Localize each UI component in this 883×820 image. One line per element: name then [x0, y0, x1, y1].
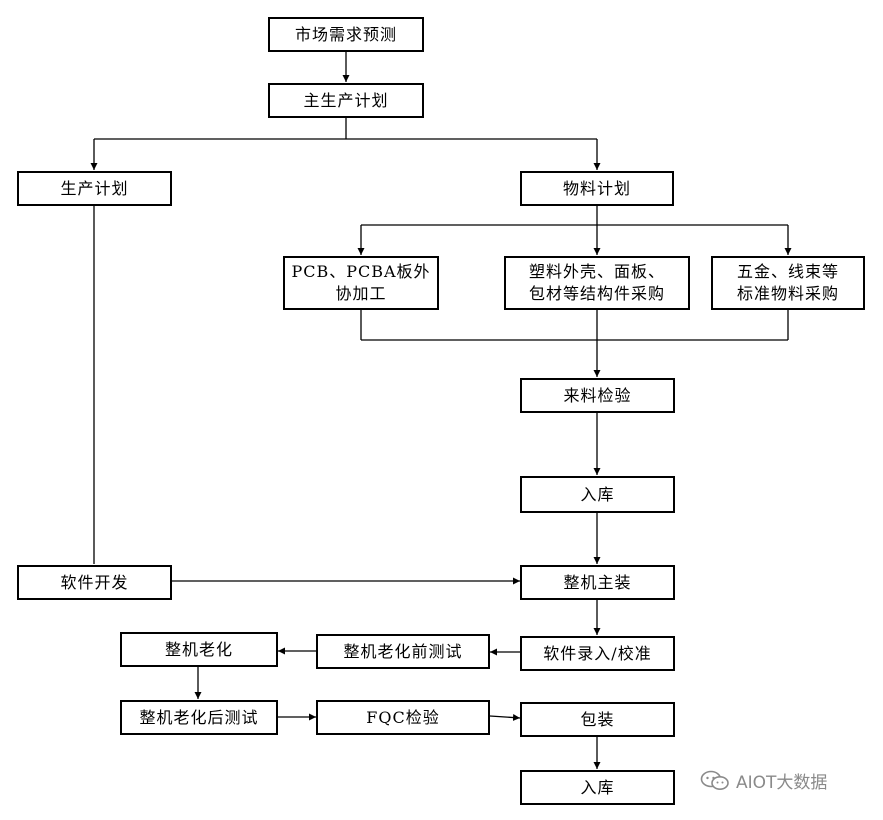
node-plastic-procurement: 塑料外壳、面板、 包材等结构件采购 [504, 256, 690, 310]
node-label: 整机老化前测试 [343, 641, 463, 661]
node-label: 主生产计划 [303, 90, 389, 110]
node-label: 五金、线束等 标准物料采购 [736, 262, 839, 303]
node-label: 整机老化 [164, 639, 233, 659]
node-packaging: 包装 [520, 702, 675, 737]
node-production-plan: 生产计划 [17, 171, 172, 206]
arrow-to-packaging [489, 714, 521, 722]
node-label: 物料计划 [562, 178, 631, 198]
node-label: PCB、PCBA板外 协加工 [291, 262, 431, 303]
watermark: AIOT大数据 [700, 768, 827, 793]
node-label: 整机主装 [563, 572, 632, 592]
wechat-icon [700, 770, 729, 790]
node-post-aging-test: 整机老化后测试 [120, 700, 278, 735]
node-pcb-outsourcing: PCB、PCBA板外 协加工 [283, 256, 439, 310]
node-label: 塑料外壳、面板、 包材等结构件采购 [528, 262, 665, 303]
node-incoming-inspection: 来料检验 [520, 378, 675, 413]
node-master-plan: 主生产计划 [268, 83, 424, 118]
node-label: 入库 [580, 484, 615, 504]
node-warehousing-1: 入库 [520, 476, 675, 513]
node-label: 软件开发 [60, 572, 129, 592]
node-fqc-inspection: FQC检验 [316, 700, 490, 735]
node-label: 来料检验 [563, 385, 632, 405]
node-market-forecast: 市场需求预测 [268, 17, 424, 52]
node-label: 生产计划 [60, 178, 129, 198]
node-label: 入库 [580, 777, 615, 797]
node-pre-aging-test: 整机老化前测试 [316, 634, 490, 669]
node-material-plan: 物料计划 [520, 171, 674, 206]
node-label: 市场需求预测 [294, 24, 397, 44]
watermark-text: AIOT大数据 [736, 773, 828, 793]
node-software-development: 软件开发 [17, 565, 172, 600]
node-aging: 整机老化 [120, 632, 278, 667]
node-hardware-procurement: 五金、线束等 标准物料采购 [711, 256, 865, 310]
node-assembly: 整机主装 [520, 565, 675, 600]
node-software-calibration: 软件录入/校准 [520, 636, 675, 671]
node-label: 包装 [580, 709, 615, 729]
node-label: 软件录入/校准 [543, 643, 652, 663]
node-label: 整机老化后测试 [139, 707, 259, 727]
node-warehousing-2: 入库 [520, 770, 675, 805]
node-label: FQC检验 [366, 707, 440, 727]
